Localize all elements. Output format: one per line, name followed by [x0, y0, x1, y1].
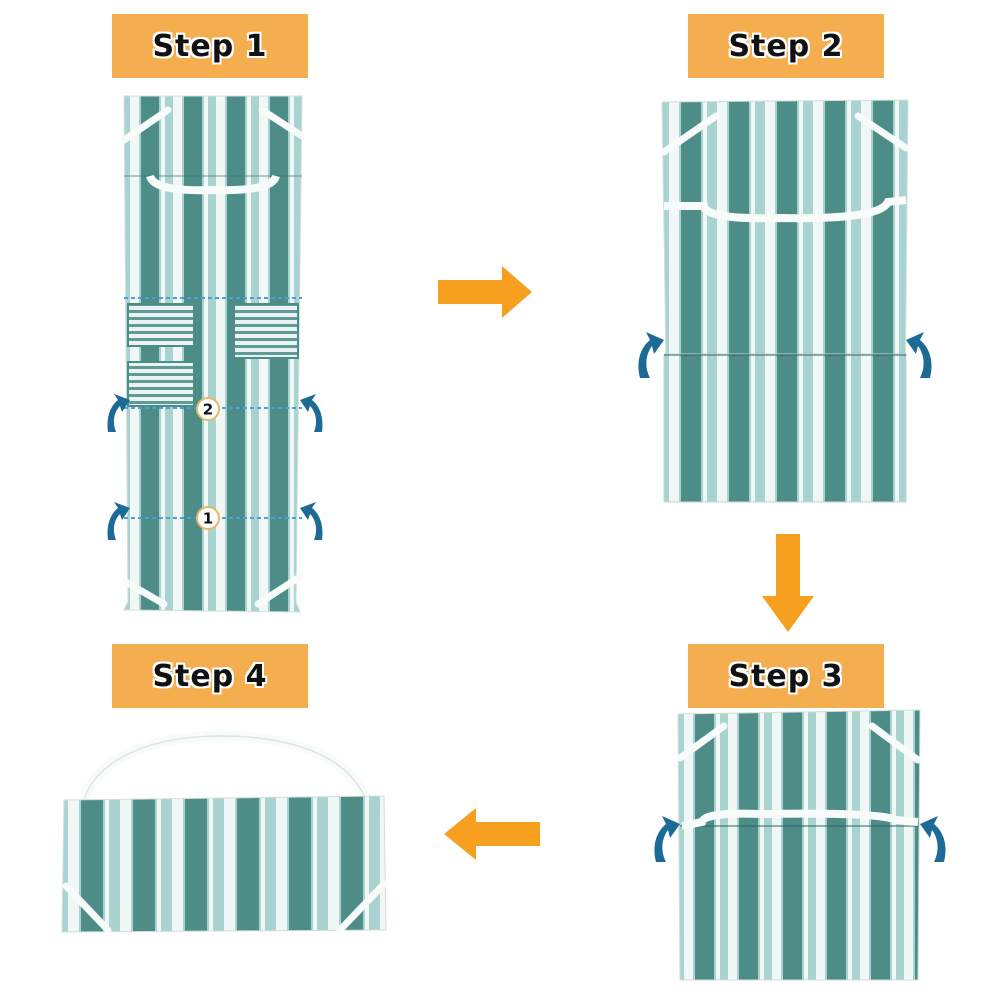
- pocket: [127, 361, 195, 407]
- fold-marker-2-text: 2: [203, 401, 213, 419]
- carry-strap: [664, 196, 907, 223]
- carry-strap: [79, 730, 371, 805]
- step-4-cushion: [61, 730, 388, 934]
- curl-arrow-icon: [638, 332, 664, 378]
- curl-arrow-icon: [654, 816, 680, 862]
- step-1-cushion: 2 1: [120, 95, 306, 613]
- corner-strap: [254, 574, 302, 608]
- curl-arrow-icon: [920, 816, 946, 862]
- arrow-right-icon: [438, 266, 532, 318]
- carry-strap: [681, 809, 919, 830]
- corner-strap: [122, 578, 168, 608]
- corner-strap: [120, 106, 172, 144]
- curl-arrow-icon: [300, 394, 323, 432]
- step-3-label: Step 3: [688, 644, 884, 708]
- corner-strap: [660, 112, 720, 156]
- corner-strap: [258, 106, 306, 140]
- arrow-down-icon: [762, 534, 814, 632]
- corner-strap: [868, 722, 922, 764]
- pocket: [233, 303, 299, 359]
- pocket: [127, 303, 195, 347]
- step-2-cushion: [660, 99, 910, 503]
- step-4-label: Step 4: [112, 644, 308, 708]
- corner-strap: [336, 880, 388, 934]
- curl-arrow-icon: [107, 394, 130, 432]
- fold-marker-1: 1: [196, 506, 220, 530]
- corner-strap: [676, 722, 728, 762]
- carry-strap: [146, 174, 280, 195]
- step-2-label: Step 2: [688, 14, 884, 78]
- corner-strap: [62, 882, 112, 934]
- step-1-label: Step 1: [112, 14, 308, 78]
- curl-arrow-icon: [107, 502, 130, 540]
- curl-arrow-icon: [300, 502, 323, 540]
- corner-strap: [854, 112, 910, 152]
- fold-marker-1-text: 1: [203, 510, 213, 528]
- fold-marker-2: 2: [196, 397, 220, 421]
- curl-arrow-icon: [906, 332, 932, 378]
- step-3-cushion: [676, 709, 922, 981]
- arrow-left-icon: [444, 808, 540, 860]
